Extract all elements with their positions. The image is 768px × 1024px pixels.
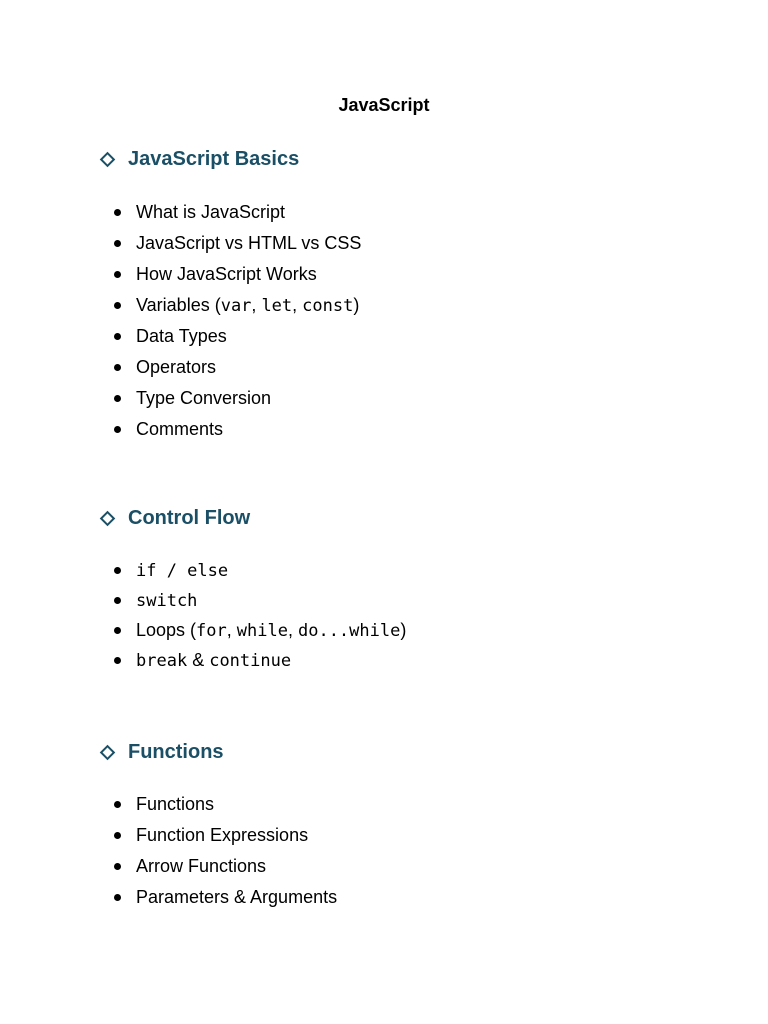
separator: , <box>287 620 298 640</box>
list-item-text: Variables ( <box>136 295 221 315</box>
list-item: Functions <box>0 793 768 824</box>
list-item-text: How JavaScript Works <box>136 264 317 284</box>
code-keyword: continue <box>209 651 292 671</box>
list-item: switch <box>0 589 768 619</box>
section-heading: Control Flow <box>99 504 251 532</box>
list-item: Parameters & Arguments <box>0 886 768 917</box>
list-item: Function Expressions <box>0 824 768 855</box>
bullet-dot-icon <box>114 657 121 664</box>
section-title: JavaScript Basics <box>128 148 300 170</box>
list-item: Loops (for, while, do...while) <box>0 619 768 649</box>
list-item-text: Functions <box>136 794 215 814</box>
list-item: Operators <box>0 356 768 387</box>
list-item-text: Comments <box>136 419 224 439</box>
bullet-dot-icon <box>114 597 121 604</box>
code-keyword: switch <box>136 591 198 611</box>
section-title: Control Flow <box>128 507 251 529</box>
list-item: Data Types <box>0 325 768 356</box>
bullet-dot-icon <box>114 209 121 216</box>
diamond-bullet-icon <box>99 151 116 167</box>
bullet-list: What is JavaScript JavaScript vs HTML vs… <box>0 201 768 449</box>
list-item-text: Data Types <box>136 326 227 346</box>
list-item-text: ) <box>400 620 407 640</box>
section-title: Functions <box>128 741 224 763</box>
section-heading: Functions <box>99 738 224 766</box>
bullet-dot-icon <box>114 627 121 634</box>
list-item-text: JavaScript vs HTML vs CSS <box>136 233 362 253</box>
bullet-dot-icon <box>114 240 121 247</box>
code-keyword: let <box>261 296 293 316</box>
separator: , <box>292 295 303 315</box>
list-item-text: Operators <box>136 357 217 377</box>
bullet-dot-icon <box>114 333 121 340</box>
list-item-text: Arrow Functions <box>136 856 267 876</box>
section-heading: JavaScript Basics <box>99 145 300 173</box>
list-item: Variables (var, let, const) <box>0 294 768 325</box>
code-keyword: if / else <box>136 561 229 581</box>
bullet-dot-icon <box>114 801 121 808</box>
bullet-list: Functions Function Expressions Arrow Fun… <box>0 793 768 917</box>
bullet-dot-icon <box>114 567 121 574</box>
list-item: JavaScript vs HTML vs CSS <box>0 232 768 263</box>
list-item: Comments <box>0 418 768 449</box>
list-item-text: Loops ( <box>136 620 197 640</box>
bullet-dot-icon <box>114 302 121 309</box>
list-item: Type Conversion <box>0 387 768 418</box>
list-item-text: What is JavaScript <box>136 202 286 222</box>
code-keyword: do...while <box>297 621 401 641</box>
diamond-bullet-icon <box>99 744 116 760</box>
bullet-dot-icon <box>114 364 121 371</box>
separator: , <box>226 620 237 640</box>
list-item-text: Parameters & Arguments <box>136 887 338 907</box>
list-item: break & continue <box>0 649 768 679</box>
diamond-bullet-icon <box>99 510 116 526</box>
bullet-dot-icon <box>114 832 121 839</box>
code-keyword: break <box>136 651 188 671</box>
list-item-text: Type Conversion <box>136 388 272 408</box>
list-item: Arrow Functions <box>0 855 768 886</box>
list-item: What is JavaScript <box>0 201 768 232</box>
bullet-dot-icon <box>114 863 121 870</box>
code-keyword: for <box>196 621 227 641</box>
separator: , <box>251 295 262 315</box>
separator: & <box>187 650 210 670</box>
list-item-text: ) <box>353 295 360 315</box>
bullet-dot-icon <box>114 894 121 901</box>
list-item-text: Function Expressions <box>136 825 309 845</box>
list-item: How JavaScript Works <box>0 263 768 294</box>
bullet-dot-icon <box>114 271 121 278</box>
bullet-dot-icon <box>114 395 121 402</box>
code-keyword: while <box>236 621 288 641</box>
bullet-list: if / else switch Loops (for, while, do..… <box>0 559 768 679</box>
code-keyword: var <box>220 296 252 316</box>
code-keyword: const <box>302 296 354 316</box>
bullet-dot-icon <box>114 426 121 433</box>
list-item: if / else <box>0 559 768 589</box>
document-title: JavaScript <box>338 95 430 115</box>
